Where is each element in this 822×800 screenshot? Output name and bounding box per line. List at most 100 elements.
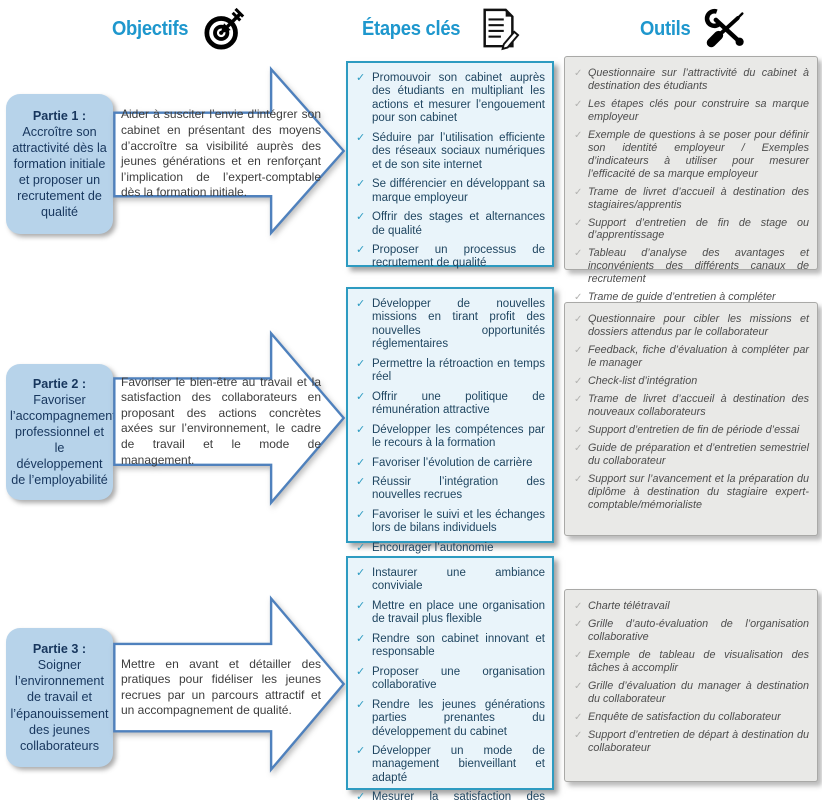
outil-item: ✓ Exemple de tableau de visualisation des… xyxy=(574,649,809,675)
check-icon: ✓ xyxy=(574,217,583,229)
etape-item-text: Instaurer une ambiance conviviale xyxy=(372,567,545,593)
etape-item-text: Développer de nouvelles missions en tira… xyxy=(372,298,545,351)
etape-item: ✓ Développer de nouvelles missions en tir… xyxy=(356,298,545,352)
outil-item-text: Questionnaire sur l’attractivité du cabi… xyxy=(588,67,809,92)
partie-3-arrow: Mettre en avant et détailler des pratiqu… xyxy=(112,593,346,775)
check-icon: ✓ xyxy=(356,475,366,488)
etape-item: ✓Favoriser le suivi et les échanges lors… xyxy=(356,509,545,536)
document-pencil-icon xyxy=(483,8,520,51)
etape-item-text: Proposer une organisation collaborative xyxy=(372,665,545,692)
etape-item-text: Proposer un processus de recrutement de … xyxy=(372,243,545,270)
etapes-box-partie-2: ✓ Développer de nouvelles missions en tir… xyxy=(346,287,554,554)
outil-item-text: Charte télétravail xyxy=(588,600,670,612)
etape-item-text: Permettre la rétroaction en temps réel xyxy=(372,357,545,384)
check-icon: ✓ xyxy=(574,601,583,612)
partie-3-title: Partie 3 : xyxy=(32,642,87,657)
outil-item-text: Feedback, fiche d’évaluation à compléter… xyxy=(588,343,809,369)
etapes-list-partie-3: ✓Instaurer une ambiance conviviale✓Mettr… xyxy=(348,558,552,800)
check-icon: ✓ xyxy=(574,68,583,79)
outil-item-text: Check-list d’intégration xyxy=(588,374,698,387)
check-icon: ✓ xyxy=(574,248,583,260)
check-icon: ✓ xyxy=(356,243,366,256)
objectifs-title: Objectifs xyxy=(112,17,189,40)
outil-item-text: Questionnaire pour cibler les missions e… xyxy=(588,313,809,338)
check-icon: ✓ xyxy=(356,632,366,645)
etape-item-text: Encourager l’autonomie xyxy=(372,541,494,554)
check-icon: ✓ xyxy=(574,729,583,741)
check-icon: ✓ xyxy=(356,456,366,469)
outil-item-text: Tableau d’analyse des avantages et incon… xyxy=(588,247,809,286)
etape-item-text: Promouvoir son cabinet auprès des étudia… xyxy=(372,72,545,125)
check-icon: ✓ xyxy=(356,390,366,403)
etape-item: ✓ Promouvoir son cabinet auprès des étudi… xyxy=(356,72,545,126)
etape-item-text: Offrir des stages et alternances de qual… xyxy=(372,211,545,237)
column-header-objectifs: Objectifs xyxy=(112,6,246,52)
etape-item-text: Offrir une politique de rémunération att… xyxy=(372,390,545,417)
etape-item-text: Développer un mode de management bienvei… xyxy=(372,744,545,784)
check-icon: ✓ xyxy=(356,178,366,191)
outil-item-text: Exemple de questions à se poser pour déf… xyxy=(588,128,809,180)
etape-item-text: Mettre en place une organisation de trav… xyxy=(372,599,545,626)
outils-box-partie-2: ✓ Questionnaire pour cibler les missions … xyxy=(564,302,818,536)
check-icon: ✓ xyxy=(356,298,366,310)
check-icon: ✓ xyxy=(356,131,366,144)
partie-2-title: Partie 2 : xyxy=(32,376,87,391)
etapes-box-partie-3: ✓Instaurer une ambiance conviviale✓Mettr… xyxy=(346,556,554,800)
outil-item-text: Trame de guide d’entretien à compléter xyxy=(588,291,776,304)
etape-item: ✓ Réussir l’intégration des nouvelles rec… xyxy=(356,476,545,503)
column-header-outils: Outils xyxy=(640,6,746,52)
etape-item-text: Favoriser le suivi et les échanges lors … xyxy=(372,508,545,535)
check-icon: ✓ xyxy=(356,423,366,436)
outil-item-text: Guide de préparation et d’entretien seme… xyxy=(588,441,809,467)
outils-title: Outils xyxy=(640,17,691,40)
outil-item-text: Les étapes clés pour construire sa marqu… xyxy=(588,97,809,123)
outil-item: ✓ Guide de préparation et d’entretien sem… xyxy=(574,442,809,468)
outil-item: ✓ Support d’entretien de fin de stage ou … xyxy=(574,217,809,243)
outil-item-text: Exemple de tableau de visualisation des … xyxy=(588,648,809,674)
check-icon: ✓ xyxy=(356,357,366,370)
check-icon: ✓ xyxy=(356,211,366,224)
etape-item: ✓Instaurer une ambiance conviviale xyxy=(356,567,545,594)
check-icon: ✓ xyxy=(356,599,366,612)
check-icon: ✓ xyxy=(574,186,583,198)
etape-item: ✓Favoriser l’évolution de carrière xyxy=(356,457,545,470)
check-icon: ✓ xyxy=(574,98,583,110)
etape-item-text: Rendre son cabinet innovant et responsab… xyxy=(372,632,545,659)
check-icon: ✓ xyxy=(574,442,583,454)
etapes-box-partie-1: ✓ Promouvoir son cabinet auprès des étudi… xyxy=(346,61,554,269)
outil-item: ✓ Charte télétravail xyxy=(574,600,809,613)
outil-item: ✓Trame de livret d’accueil à destination… xyxy=(574,393,809,419)
etape-item-text: Réussir l’intégration des nouvelles recr… xyxy=(372,475,545,502)
outil-item: ✓Support d’entretien de départ à destina… xyxy=(574,729,809,755)
target-dart-icon xyxy=(204,7,245,50)
check-icon: ✓ xyxy=(574,344,583,356)
check-icon: ✓ xyxy=(356,72,366,84)
etape-item-text: Mesurer la satisfaction des collaborateu… xyxy=(372,791,545,800)
partie-2-box: Partie 2 : Favoriser l’accompagnement pr… xyxy=(6,364,116,500)
etape-item: ✓ Encourager l’autonomie xyxy=(356,542,545,555)
partie-1-title: Partie 1 : xyxy=(32,108,87,123)
etape-item: ✓ Proposer un processus de recrutement de… xyxy=(356,244,545,271)
check-icon: ✓ xyxy=(574,619,583,630)
check-icon: ✓ xyxy=(574,711,583,723)
outils-list-partie-3: ✓ Charte télétravail ✓Grille d’auto-évalua… xyxy=(565,590,817,766)
partie-3-box: Partie 3 : Soigner l’environnement de tr… xyxy=(6,628,113,767)
etapes-list-partie-2: ✓ Développer de nouvelles missions en tir… xyxy=(348,289,552,567)
outil-item: ✓ Questionnaire pour cibler les missions … xyxy=(574,313,809,339)
etape-item: ✓ Permettre la rétroaction en temps réel xyxy=(356,358,545,385)
etape-item-text: Développer les compétences par le recour… xyxy=(372,423,545,450)
check-icon: ✓ xyxy=(574,649,583,661)
check-icon: ✓ xyxy=(574,314,583,325)
block-arrow-shape xyxy=(112,328,346,508)
partie-2-arrow: Favoriser le bien-être au travail et la … xyxy=(112,328,346,508)
partie-2-text: Favoriser l’accompagnement professionnel… xyxy=(10,392,116,488)
check-icon: ✓ xyxy=(356,541,366,554)
outil-item: ✓Grille d’auto-évaluation de l’organisat… xyxy=(574,618,809,644)
outil-item: ✓Grille d’évaluation du manager à destin… xyxy=(574,680,809,706)
check-icon: ✓ xyxy=(574,292,583,304)
outil-item-text: Support d’entretien de fin de stage ou d… xyxy=(588,216,809,242)
outil-item: ✓ Trame de guide d’entretien à compléter xyxy=(574,291,809,304)
etape-item: ✓Séduire par l’utilisation efficiente de… xyxy=(356,132,545,172)
outil-item: ✓ Questionnaire sur l’attractivité du cab… xyxy=(574,67,809,93)
